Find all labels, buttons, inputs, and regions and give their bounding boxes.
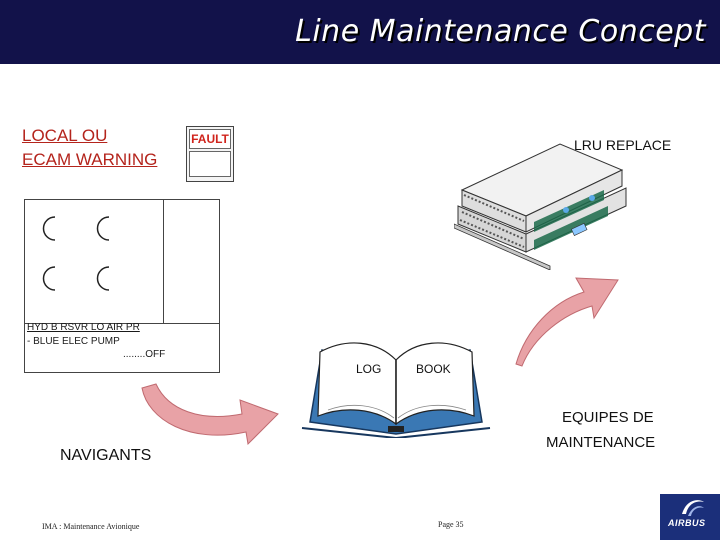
gauge-icon <box>42 266 56 291</box>
gauge-icon-group <box>42 216 110 291</box>
curved-arrow-icon <box>515 277 619 367</box>
footer-course: IMA : Maintenance Avionique <box>42 522 140 531</box>
gauge-icon <box>42 216 56 241</box>
ecam-message-action: - BLUE ELEC PUMP <box>27 336 120 347</box>
lru-box-icon <box>454 143 627 270</box>
fault-light: FAULT <box>189 129 231 149</box>
airbus-logo-text: AIRBUS <box>668 518 706 528</box>
ecam-message-title: HYD B RSVR LO AIR PR <box>27 322 140 333</box>
airbus-swirl-icon <box>682 500 704 516</box>
ecam-warning-label: ECAM WARNING <box>22 150 158 169</box>
crew-label: NAVIGANTS <box>60 447 152 464</box>
logbook-label-log: LOG <box>356 362 382 376</box>
logbook-icon <box>301 342 491 438</box>
maintenance-teams-label-line1: EQUIPES DE <box>562 409 654 426</box>
title-bar: Line Maintenance Concept <box>0 0 720 64</box>
airbus-logo: AIRBUS <box>660 494 720 540</box>
slide-title: Line Maintenance Concept <box>295 14 706 49</box>
gauge-icon <box>96 216 110 241</box>
ecam-message-status: ........OFF <box>123 349 166 360</box>
ecam-divider-vertical <box>163 200 164 323</box>
ecam-display: HYD B RSVR LO AIR PR - BLUE ELEC PUMP ..… <box>24 199 220 373</box>
gauge-icon <box>96 266 110 291</box>
fault-blank-light <box>189 151 231 177</box>
logbook-label-book: BOOK <box>416 362 451 376</box>
footer-page-number: Page 35 <box>438 520 464 529</box>
curved-arrow-icon <box>141 383 279 446</box>
lru-replace-label: LRU REPLACE <box>574 137 672 153</box>
ecam-divider-horizontal <box>25 323 219 324</box>
maintenance-teams-label-line2: MAINTENANCE <box>546 434 656 451</box>
fault-pushbutton: FAULT <box>186 126 234 182</box>
local-warning-label: LOCAL OU <box>22 126 108 145</box>
